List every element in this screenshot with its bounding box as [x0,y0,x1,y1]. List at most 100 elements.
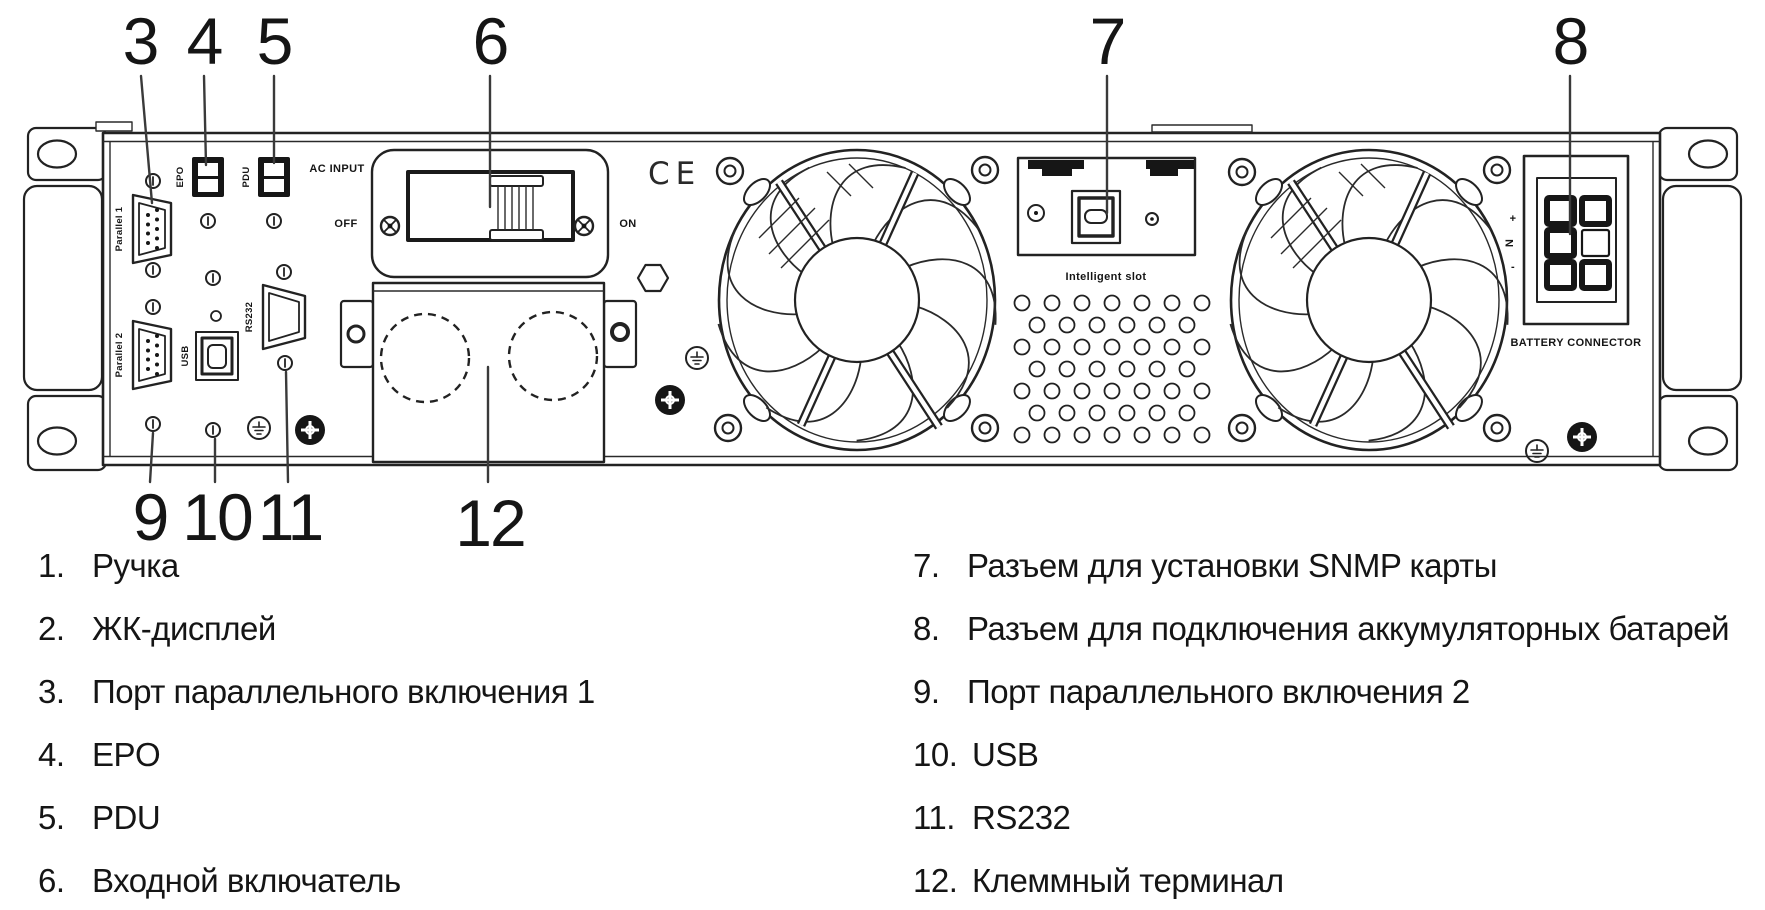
legend-label: USB [972,736,1038,773]
ear-hole-icon [1687,139,1729,169]
rs232-label: RS232 [244,302,255,333]
legend-item-12: 12. Клеммный терминал [913,862,1284,899]
legend-label: ЖК-дисплей [92,610,276,647]
legend-num: 9. [913,673,940,710]
intelligent-slot-label: Intelligent slot [1066,271,1147,283]
epo-label: EPO [175,167,186,188]
torx-screw-icon [1565,420,1599,454]
callout-11: 11 [258,480,323,554]
callout-10: 10 [182,480,252,554]
battery-plus-label: + [1510,213,1517,225]
handle-right [1661,184,1743,392]
vent-holes [1013,294,1211,444]
legend-label: EPO [92,736,160,773]
pdu-switch: PDU [241,157,290,197]
rs232-port: RS232 [244,283,307,351]
callout-numbers: 3 4 5 6 7 8 9 10 11 12 [123,4,1590,560]
legend-num: 7. [913,547,940,584]
legend-num: 6. [38,862,65,899]
hex-nut-icon [636,263,670,293]
legend-item-8: 8. Разъем для подключения аккумуляторных… [913,610,1730,647]
usb-label: USB [180,346,191,367]
legend-label: Разъем для подключения аккумуляторных ба… [967,610,1729,647]
usb-port: USB [180,331,239,381]
legend-num: 5. [38,799,65,836]
screw-hole-icon [346,324,366,344]
legend-item-2: 2. ЖК-дисплей [38,610,276,647]
legend-item-4: 4. EPO [38,736,161,773]
battery-slot-icon [1544,259,1577,291]
screw-hole-icon [610,322,630,342]
callout-7: 7 [1090,4,1125,78]
ear-hole-icon [36,139,78,169]
callout-8: 8 [1553,4,1588,78]
card-guide-icon [1028,160,1084,169]
legend-label: Ручка [92,547,180,584]
knockout-hole-icon [507,310,599,402]
on-label: ON [619,218,636,230]
legend-num: 1. [38,547,65,584]
battery-slot-icon [1579,259,1612,291]
legend-label: RS232 [972,799,1070,836]
legend: 1. Ручка 2. ЖК-дисплей 3. Порт параллель… [38,547,1730,899]
legend-label: Порт параллельного включения 2 [967,673,1470,710]
parallel-port-1: Parallel 1 [114,193,173,265]
legend-item-1: 1. Ручка [38,547,180,584]
ear-hole-icon [36,426,78,456]
legend-item-6: 6. Входной включатель [38,862,401,899]
ear-hole-icon [1687,426,1729,456]
rack-ear-left [22,126,108,472]
legend-item-5: 5. PDU [38,799,161,836]
card-guide-icon [1146,160,1194,169]
legend-label: Входной включатель [92,862,401,899]
battery-connector-label: BATTERY CONNECTOR [1510,337,1641,349]
legend-item-3: 3. Порт параллельного включения 1 [38,673,595,710]
legend-num: 12. [913,862,957,899]
screw-icon [1145,212,1159,226]
parallel-port-2: Parallel 2 [114,319,173,391]
legend-num: 10. [913,736,957,773]
parallel2-label: Parallel 2 [114,333,125,378]
pdu-label: PDU [241,167,252,188]
legend-label: PDU [92,799,160,836]
callout-3: 3 [123,4,158,78]
battery-slot-icon [1580,228,1611,258]
callout-12: 12 [455,486,524,560]
legend-num: 2. [38,610,65,647]
dip-switch-icon [192,157,224,197]
battery-minus-label: - [1511,261,1515,273]
battery-slot-icon [1544,227,1577,259]
off-label: OFF [334,218,357,230]
legend-num: 11. [913,799,955,836]
legend-num: 4. [38,736,65,773]
legend-item-10: 10. USB [913,736,1039,773]
handle-left [22,184,104,392]
ce-mark: CE [648,156,701,192]
callout-9: 9 [133,480,168,554]
legend-item-9: 9. Порт параллельного включения 2 [913,673,1470,710]
legend-label: Порт параллельного включения 1 [92,673,595,710]
callout-leaders [139,74,1572,484]
parallel1-label: Parallel 1 [114,206,125,251]
torx-screw-icon [293,413,327,447]
legend-label: Разъем для установки SNMP карты [967,547,1497,584]
battery-n-label: N [1504,239,1516,247]
legend-item-7: 7. Разъем для установки SNMP карты [913,547,1497,584]
callout-6: 6 [473,4,508,78]
legend-label: Клеммный терминал [972,862,1284,899]
ac-input-label: AC INPUT [309,163,364,175]
callout-5: 5 [257,4,292,78]
screw-icon [210,310,222,322]
battery-slot-icon [1579,195,1612,227]
usb-b-icon [207,344,227,369]
torx-screw-icon [653,383,687,417]
legend-num: 3. [38,673,65,710]
legend-item-11: 11. RS232 [913,799,1071,836]
battery-connector: + N - BATTERY CONNECTOR [1504,154,1641,349]
snmp-usb-port [1070,189,1122,245]
battery-slot-icon [1544,195,1577,227]
legend-num: 8. [913,610,940,647]
rack-ear-right [1657,126,1743,472]
